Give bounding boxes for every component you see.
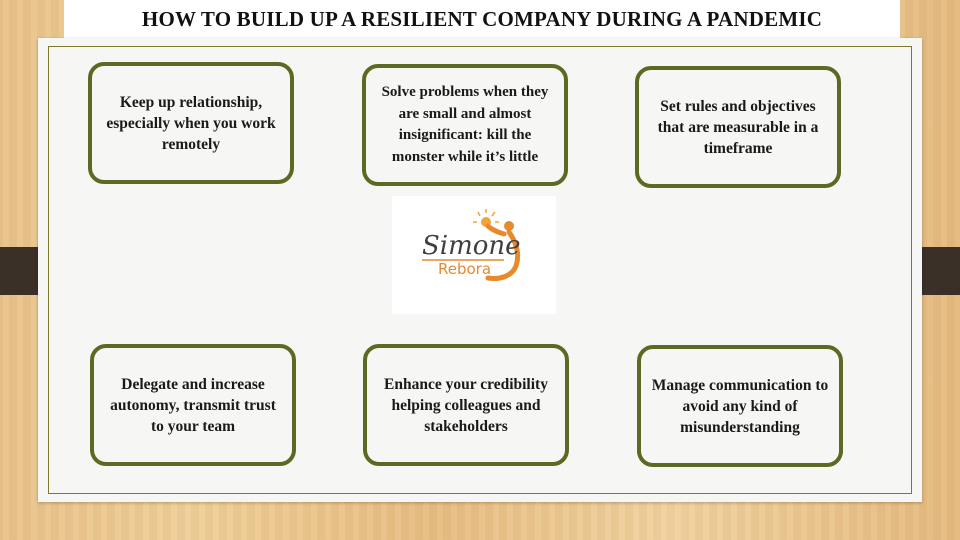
light-rays-icon (473, 209, 499, 223)
tip-card-rules-objectives: Set rules and objectives that are measur… (635, 66, 841, 188)
logo-graphic: Simone Rebora (422, 209, 521, 281)
logo-line2: Rebora (438, 260, 491, 278)
logo-line1: Simone (422, 231, 521, 261)
tip-card-communication: Manage communication to avoid any kind o… (637, 345, 843, 467)
figure-head-icon (504, 221, 514, 231)
tip-card-relationship: Keep up relationship, especially when yo… (88, 62, 294, 184)
tip-card-credibility: Enhance your credibility helping colleag… (363, 344, 569, 466)
page-title: HOW TO BUILD UP A RESILIENT COMPANY DURI… (64, 0, 900, 38)
brand-logo: Simone Rebora (392, 196, 556, 314)
tip-card-solve-problems: Solve problems when they are small and a… (362, 64, 568, 186)
figure-body-icon (485, 223, 521, 281)
tip-card-delegate: Delegate and increase autonomy, transmit… (90, 344, 296, 466)
board-frame (48, 46, 912, 494)
